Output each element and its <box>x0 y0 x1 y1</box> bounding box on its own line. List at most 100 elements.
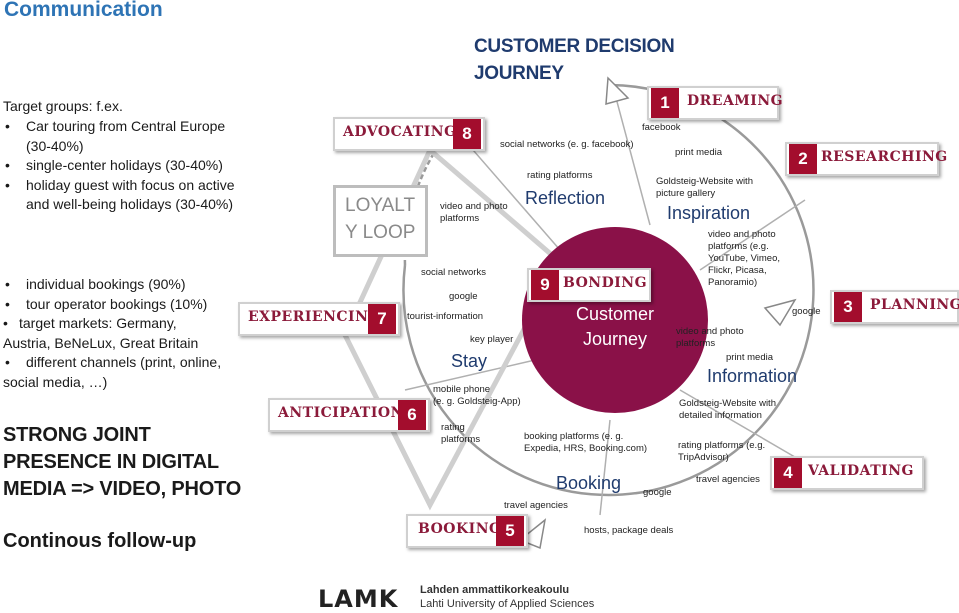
note-google: google <box>792 306 821 317</box>
note-rating-platforms-left: rating platforms <box>441 422 480 446</box>
segment-divider <box>611 82 651 226</box>
step-number: 8 <box>453 119 481 149</box>
note-line: rating <box>441 422 465 433</box>
step-label: ANTICIPATION <box>278 405 404 421</box>
note-google: google <box>643 487 672 498</box>
step-advocating: ADVOCATING 8 <box>333 117 485 151</box>
target-groups-list: Car touring from Central Europe (30-40%)… <box>3 117 243 215</box>
step-number: 3 <box>834 292 862 322</box>
note-line: Goldsteig-Website with <box>679 398 776 409</box>
step-experiencing: EXPERIENCING 7 <box>238 302 400 336</box>
step-label: DREAMING <box>687 93 784 109</box>
note-line: platforms <box>441 434 481 445</box>
note-line: Flickr, Picasa, <box>708 265 767 276</box>
note-google: google <box>449 291 478 302</box>
center-line: Customer <box>575 304 655 324</box>
center-label: Customer Journey <box>560 302 670 352</box>
note-print-media: print media <box>726 352 773 363</box>
note-facebook: facebook <box>642 122 681 133</box>
step-anticipation: ANTICIPATION 6 <box>268 398 430 432</box>
loyalty-loop-box: LOYALT Y LOOP <box>333 185 428 257</box>
note-goldsteig-detail: Goldsteig-Website with detailed informat… <box>679 398 776 422</box>
note-line: platforms (e.g. <box>708 241 769 252</box>
loyalty-loop-path <box>342 148 564 511</box>
step-booking: BOOKING 5 <box>406 514 528 548</box>
step-number: 7 <box>368 304 396 334</box>
step-number: 2 <box>789 144 817 174</box>
step-label: BOOKING <box>418 521 502 537</box>
note-goldsteig-gallery: Goldsteig-Website with picture gallery <box>656 176 753 200</box>
note-line: platforms <box>440 213 480 224</box>
journey-title-line: JOURNEY <box>474 63 564 84</box>
list-item: holiday guest with focus on active and w… <box>3 176 243 215</box>
note-mobile-phone: mobile phone (e. g. Goldsteig-App) <box>433 384 521 408</box>
step-number: 6 <box>398 400 426 430</box>
note-line: video and photo <box>676 326 744 337</box>
step-label: RESEARCHING <box>821 149 948 165</box>
note-booking-platforms: booking platforms (e. g. Expedia, HRS, B… <box>524 431 647 455</box>
note-line: rating platforms (e.g. <box>678 440 766 451</box>
note-social-networks: social networks <box>421 267 486 278</box>
lamk-logo: LAMK <box>318 585 399 613</box>
step-number: 4 <box>774 458 802 488</box>
note-line: Expedia, HRS, Booking.com) <box>524 443 648 454</box>
step-number: 5 <box>496 516 524 546</box>
note-line: TripAdvisor) <box>678 452 729 463</box>
loyalty-line: LOYALT <box>345 195 416 216</box>
segment-divider <box>679 389 801 461</box>
list-item: single-center holidays (30-40%) <box>3 156 243 176</box>
journey-title: CUSTOMER DECISION JOURNEY <box>474 33 675 87</box>
note-print-media: print media <box>675 147 722 158</box>
segment-divider <box>599 419 611 516</box>
segment-stay: Stay <box>451 351 488 371</box>
segment-reflection: Reflection <box>525 188 606 208</box>
step-planning: 3 PLANNING <box>830 290 959 324</box>
step-label: ADVOCATING <box>343 124 457 140</box>
footer-institution-en: Lahti University of Applied Sciences <box>420 598 595 610</box>
bookings-list: individual bookings (90%) tour operator … <box>3 275 245 392</box>
note-line: detailed information <box>679 410 762 421</box>
segment-divider <box>404 359 536 391</box>
step-researching: 2 RESEARCHING <box>785 142 947 176</box>
strong-line: MEDIA => VIDEO, PHOTO <box>3 478 242 500</box>
list-item: individual bookings (90%) <box>3 275 245 295</box>
loyalty-line: Y LOOP <box>345 222 416 243</box>
strong-line: STRONG JOINT <box>3 424 151 446</box>
segment-booking: Booking <box>556 473 622 493</box>
arrow-head <box>605 76 630 106</box>
note-line: (e. g. Goldsteig-App) <box>433 396 521 407</box>
segment-information: Information <box>707 366 798 386</box>
note-line: mobile phone <box>433 384 491 395</box>
step-label: VALIDATING <box>808 463 914 479</box>
target-groups-label: Target groups: f.ex. <box>3 98 123 114</box>
note-key-player: key player <box>470 334 514 345</box>
note-video-photo-platforms: video and photo platforms (e.g. YouTube,… <box>708 229 780 289</box>
note-video-photo-info: video and photo platforms <box>676 326 744 350</box>
list-item: target markets: Germany, <box>3 314 245 334</box>
step-label: EXPERIENCING <box>248 309 381 325</box>
note-line: YouTube, Vimeo, <box>708 253 781 264</box>
note-line: platforms <box>676 338 716 349</box>
follow-up-text: Continous follow-up <box>3 530 197 552</box>
footer-institution-fi: Lahden ammattikorkeakoulu <box>420 584 570 596</box>
center-line: Journey <box>582 329 648 349</box>
segment-inspiration: Inspiration <box>667 203 751 223</box>
note-social-networks-fb: social networks (e. g. facebook) <box>500 139 634 150</box>
step-number: 9 <box>531 270 559 300</box>
note-line: video and photo <box>708 229 776 240</box>
note-travel-agencies: travel agencies <box>504 500 568 511</box>
step-dreaming: 1 DREAMING <box>647 86 783 120</box>
strong-presence-text: STRONG JOINT PRESENCE IN DIGITAL MEDIA =… <box>3 422 241 503</box>
step-number: 1 <box>651 88 679 118</box>
note-line: picture gallery <box>656 188 716 199</box>
note-rating-tripadvisor: rating platforms (e.g. TripAdvisor) <box>678 440 765 464</box>
note-line: Goldsteig-Website with <box>656 176 753 187</box>
segment-divider <box>459 134 561 251</box>
journey-title-line: CUSTOMER DECISION <box>474 36 675 57</box>
list-item: different channels (print, online, <box>3 353 245 373</box>
note-video-photo-left: video and photo platforms <box>440 201 508 225</box>
step-bonding: 9 BONDING <box>527 268 651 302</box>
step-validating: 4 VALIDATING <box>770 456 924 490</box>
list-item-continued: social media, …) <box>3 373 108 390</box>
note-line: Panoramio) <box>708 277 758 288</box>
